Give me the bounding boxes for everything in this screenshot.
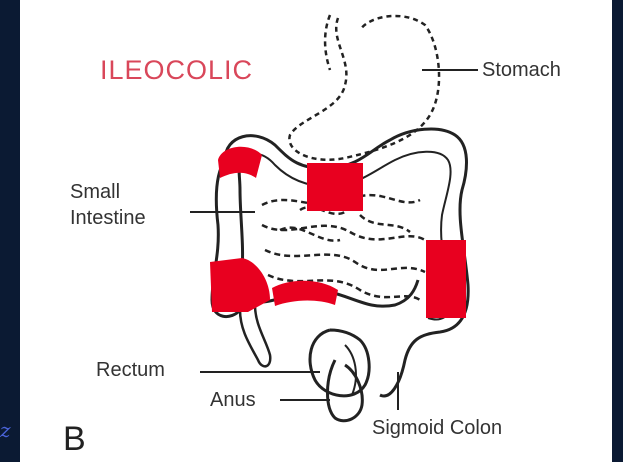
label-sigmoid-colon: Sigmoid Colon (372, 416, 502, 440)
panel-letter: B (63, 420, 86, 459)
label-small-intestine-line2: Intestine (70, 206, 146, 230)
label-small-intestine-line1: Small (70, 180, 120, 204)
label-stomach: Stomach (482, 58, 561, 82)
highlight-transverse (307, 163, 363, 211)
esophagus-outline (325, 15, 330, 70)
highlight-ileum (272, 281, 338, 306)
label-anus: Anus (210, 388, 256, 412)
appendix (240, 305, 270, 366)
highlight-ascending-lower (210, 258, 270, 312)
label-rectum: Rectum (96, 358, 165, 382)
ileocolic-highlights (210, 147, 466, 318)
diagram-title: ILEOCOLIC (100, 55, 253, 86)
stomach-outline (289, 16, 439, 160)
anus-outline (328, 360, 363, 421)
highlight-descending (426, 240, 466, 318)
